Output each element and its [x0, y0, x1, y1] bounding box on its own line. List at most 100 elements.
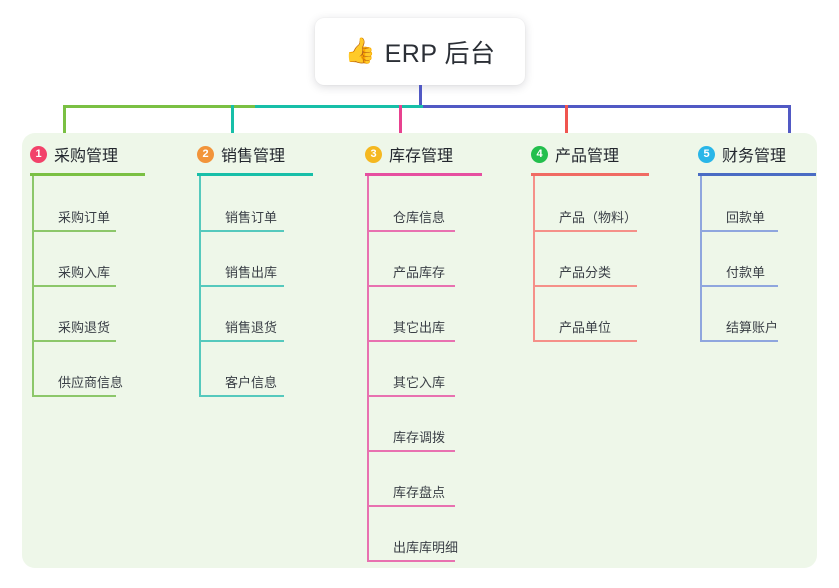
menu-item-underline [533, 285, 637, 287]
menu-item-underline [199, 395, 284, 397]
column-header-3[interactable]: 3 库存管理 [357, 133, 453, 175]
column-underline-5 [698, 173, 816, 176]
menu-item-underline [367, 450, 455, 452]
menu-item-label: 库存盘点 [393, 485, 446, 500]
column-underline-1 [30, 173, 145, 176]
drop-line-col-4 [565, 105, 568, 143]
menu-item-label: 其它出库 [393, 320, 446, 335]
menu-item-underline [32, 285, 116, 287]
menu-item-label: 采购退货 [58, 320, 111, 335]
menu-item[interactable]: 回款单 [700, 200, 818, 232]
menu-item-underline [700, 340, 778, 342]
menu-item[interactable]: 供应商信息 [32, 365, 156, 397]
menu-item-label: 采购订单 [58, 210, 111, 225]
menu-item-label: 采购入库 [58, 265, 111, 280]
menu-item[interactable]: 产品分类 [533, 255, 677, 287]
item-spine-4 [533, 176, 535, 342]
menu-item-underline [367, 285, 455, 287]
menu-item[interactable]: 仓库信息 [367, 200, 495, 232]
menu-item[interactable]: 付款单 [700, 255, 818, 287]
menu-item[interactable]: 库存盘点 [367, 475, 495, 507]
menu-item-underline [367, 395, 455, 397]
column-header-1[interactable]: 1 采购管理 [22, 133, 118, 175]
menu-item-underline [32, 395, 116, 397]
column-title-2: 销售管理 [221, 148, 286, 165]
column-header-2[interactable]: 2 销售管理 [189, 133, 285, 175]
item-spine-5 [700, 176, 702, 342]
menu-item-label: 出库库明细 [393, 540, 459, 555]
menu-item[interactable]: 产品单位 [533, 310, 677, 342]
menu-item[interactable]: 采购入库 [32, 255, 156, 287]
bus-segment-teal [255, 105, 423, 108]
menu-item[interactable]: 结算账户 [700, 310, 818, 342]
menu-item-label: 其它入库 [393, 375, 446, 390]
menu-item-label: 产品（物料） [559, 210, 638, 225]
drop-line-col-5 [788, 105, 791, 143]
menu-item-underline [32, 230, 116, 232]
menu-item-underline [367, 560, 455, 562]
column-badge-3: 3 [365, 145, 382, 163]
menu-item-label: 销售订单 [225, 210, 278, 225]
menu-item[interactable]: 采购退货 [32, 310, 156, 342]
column-badge-2: 2 [197, 145, 214, 163]
column-header-5[interactable]: 5 财务管理 [690, 133, 786, 175]
menu-item[interactable]: 产品库存 [367, 255, 495, 287]
column-underline-2 [197, 173, 313, 176]
bus-segment-green [63, 105, 255, 108]
menu-item-underline [700, 230, 778, 232]
menu-item[interactable]: 出库库明细 [367, 530, 495, 562]
menu-item-underline [367, 340, 455, 342]
menu-item-underline [367, 505, 455, 507]
menu-item[interactable]: 其它出库 [367, 310, 495, 342]
menu-item-label: 结算账户 [726, 320, 779, 335]
branch-column-3: 3 库存管理仓库信息产品库存其它出库其它入库库存调拨库存盘点出库库明细 [357, 133, 482, 562]
menu-item-label: 付款单 [726, 265, 766, 280]
drop-line-col-3 [399, 105, 402, 143]
branches-panel [22, 133, 817, 568]
column-header-4[interactable]: 4 产品管理 [523, 133, 619, 175]
branch-column-4: 4 产品管理产品（物料） 产品分类产品单位 [523, 133, 649, 342]
column-badge-1: 1 [30, 145, 47, 163]
column-underline-4 [531, 173, 649, 176]
thumbs-up-icon: 👍 [344, 37, 376, 65]
menu-item[interactable]: 采购订单 [32, 200, 156, 232]
menu-item-label: 供应商信息 [58, 375, 124, 390]
drop-line-col-2 [231, 105, 234, 143]
menu-item-underline [199, 230, 284, 232]
menu-item-label: 销售退货 [225, 320, 278, 335]
column-underline-3 [365, 173, 482, 176]
menu-item[interactable]: 销售出库 [199, 255, 324, 287]
root-stem [419, 85, 422, 108]
bus-segment-blue [423, 105, 790, 108]
column-badge-4: 4 [531, 145, 548, 163]
drop-line-col-1 [63, 105, 66, 143]
menu-item-label: 产品库存 [393, 265, 446, 280]
menu-item-underline [32, 340, 116, 342]
menu-item[interactable]: 库存调拨 [367, 420, 495, 452]
root-node-title: ERP 后台 [384, 39, 496, 68]
menu-item[interactable]: 销售退货 [199, 310, 324, 342]
menu-item[interactable]: 其它入库 [367, 365, 495, 397]
column-title-5: 财务管理 [722, 148, 787, 165]
menu-item-underline [533, 230, 637, 232]
menu-item-label: 回款单 [726, 210, 766, 225]
menu-item-label: 仓库信息 [393, 210, 446, 225]
column-title-3: 库存管理 [389, 148, 454, 165]
menu-item-label: 产品分类 [559, 265, 612, 280]
column-badge-5: 5 [698, 145, 715, 163]
menu-item-underline [199, 285, 284, 287]
menu-item-underline [533, 340, 637, 342]
menu-item[interactable]: 产品（物料） [533, 200, 677, 232]
root-node-erp-backend[interactable]: 👍 ERP 后台 [315, 18, 525, 85]
menu-item-underline [199, 340, 284, 342]
menu-item-underline [700, 285, 778, 287]
column-title-4: 产品管理 [555, 148, 620, 165]
menu-item-label: 产品单位 [559, 320, 612, 335]
column-title-1: 采购管理 [54, 148, 119, 165]
menu-item[interactable]: 销售订单 [199, 200, 324, 232]
item-spine-3 [367, 176, 369, 562]
menu-item-label: 库存调拨 [393, 430, 446, 445]
menu-item[interactable]: 客户信息 [199, 365, 324, 397]
